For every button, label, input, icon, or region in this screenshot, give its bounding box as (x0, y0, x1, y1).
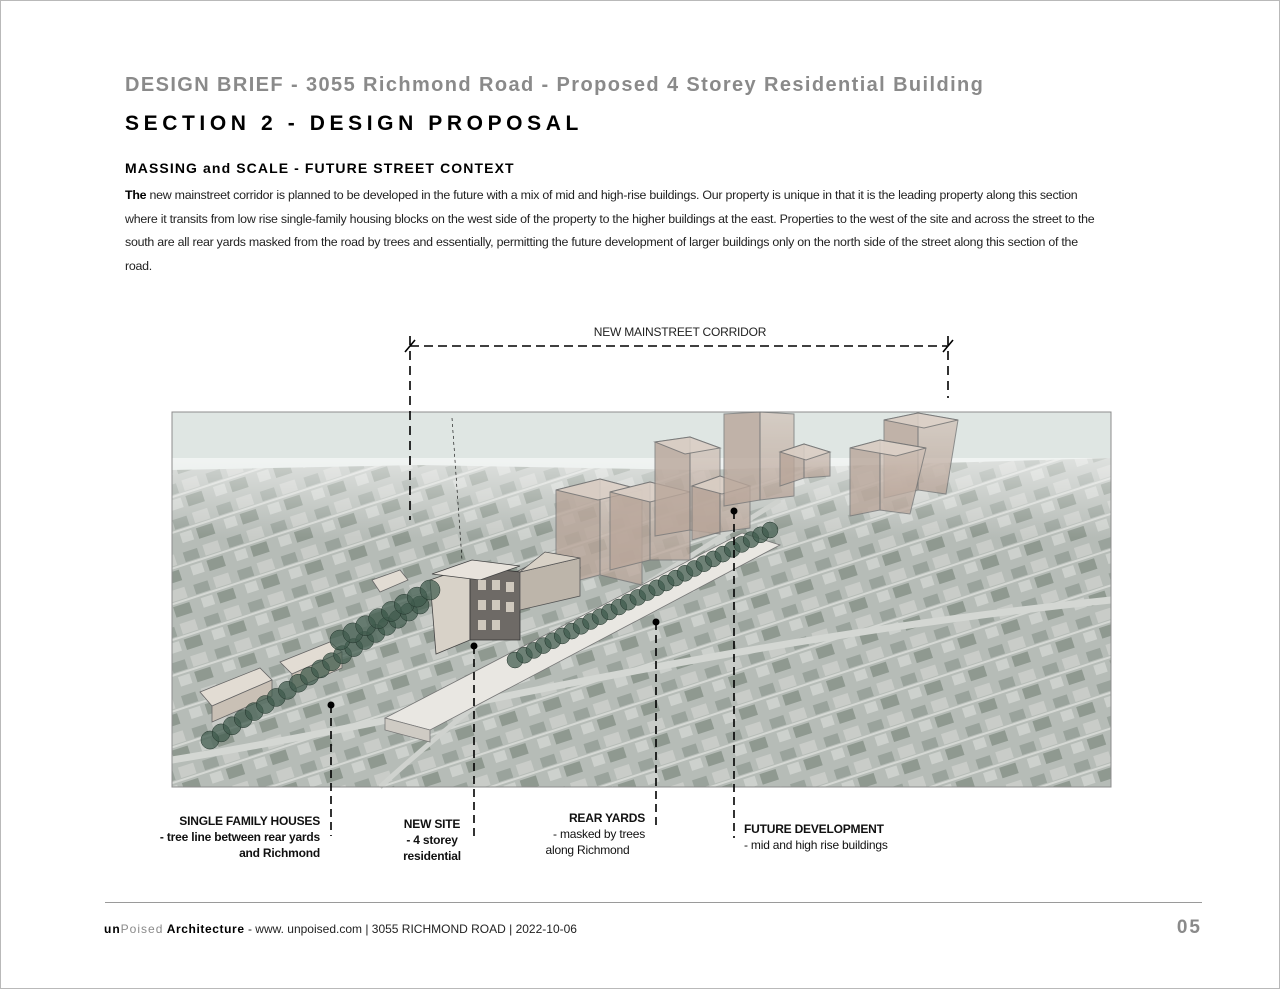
massing-box (778, 443, 832, 487)
callout-line: - tree line between rear yards (159, 830, 320, 844)
corridor-dimension (404, 336, 954, 561)
leader-dots (327, 507, 738, 709)
brand-architecture: Architecture (166, 922, 245, 936)
footer-details: - www. unpoised.com | 3055 RICHMOND ROAD… (244, 922, 577, 936)
paragraph-lead: The (125, 188, 147, 202)
page-number: 05 (1176, 917, 1202, 938)
callout-title: FUTURE DEVELOPMENT (744, 822, 884, 836)
callout-title: REAR YARDS (568, 811, 645, 825)
corridor-label: NEW MAINSTREET CORRIDOR (593, 325, 767, 339)
brand-poised: Poised (120, 922, 164, 936)
tree (419, 579, 441, 601)
leader-lines (330, 511, 735, 838)
callout-line: residential (403, 849, 461, 863)
body-paragraph: The new mainstreet corridor is planned t… (125, 184, 1105, 278)
callout-single-family: SINGLE FAMILY HOUSES - tree line between… (140, 813, 320, 861)
paragraph-text: new mainstreet corridor is planned to be… (125, 188, 1095, 273)
callout-title: SINGLE FAMILY HOUSES (179, 814, 320, 828)
brief-title: DESIGN BRIEF - 3055 Richmond Road - Prop… (125, 74, 985, 96)
future-massing (555, 411, 959, 587)
callout-new-site: NEW SITE - 4 storey residential (392, 816, 472, 864)
footer-rule (105, 902, 1202, 903)
callout-line: - mid and high rise buildings (744, 838, 888, 852)
massing-box (849, 439, 927, 517)
sub-heading: MASSING and SCALE - FUTURE STREET CONTEX… (125, 160, 515, 176)
callout-rear-yards: REAR YARDS - masked by trees along Richm… (530, 810, 646, 858)
footer-text: unPoised Architecture - www. unpoised.co… (104, 922, 577, 936)
callout-line: - masked by trees (553, 827, 645, 841)
callout-line: along Richmond (545, 843, 630, 857)
tree-line-west (200, 579, 441, 750)
brand-un: un (104, 922, 121, 936)
tree (761, 521, 779, 539)
callout-title: NEW SITE (403, 817, 461, 831)
new-site-building (429, 551, 582, 655)
tree-line-east (506, 521, 779, 669)
callout-future-development: FUTURE DEVELOPMENT - mid and high rise b… (744, 821, 888, 853)
section-title: SECTION 2 - DESIGN PROPOSAL (125, 112, 583, 135)
callout-line: and Richmond (239, 846, 320, 860)
callout-line: - 4 storey (406, 833, 458, 847)
